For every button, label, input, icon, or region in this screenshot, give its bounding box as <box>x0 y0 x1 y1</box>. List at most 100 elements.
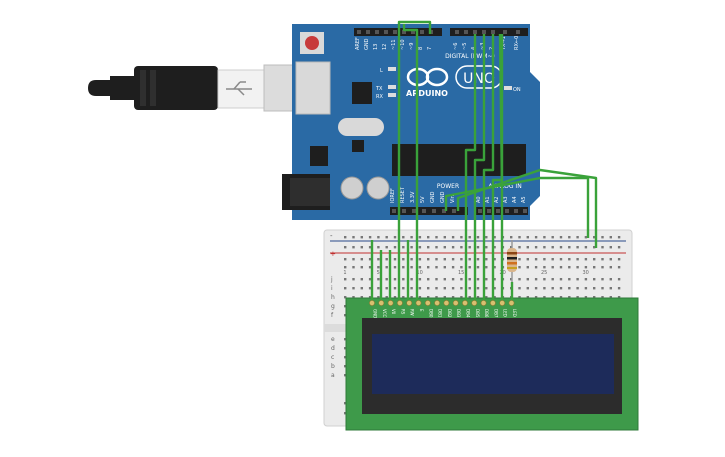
breadboard-hole <box>534 287 538 290</box>
lcd-pin[interactable] <box>443 300 450 306</box>
rail-hole <box>385 258 388 261</box>
analog-pin[interactable] <box>514 209 518 213</box>
breadboard-hole <box>418 278 422 281</box>
breadboard-hole <box>593 278 596 281</box>
rail-hole <box>460 266 463 269</box>
rail-hole <box>418 258 422 261</box>
digital-pin[interactable] <box>482 30 486 34</box>
rail-hole <box>617 258 621 261</box>
lcd-pin[interactable] <box>434 300 440 306</box>
analog-pin[interactable] <box>523 209 527 213</box>
rail-hole <box>385 236 388 239</box>
rail-hole <box>352 246 355 249</box>
lcd-pin[interactable] <box>415 300 422 306</box>
analog-pin-label: A1 <box>485 196 491 203</box>
lcd-pin[interactable] <box>471 300 478 306</box>
rail-hole <box>443 246 446 249</box>
digital-pin[interactable] <box>473 30 477 34</box>
breadboard-hole <box>427 287 430 290</box>
power-pin[interactable] <box>442 209 446 213</box>
rail-hole <box>593 266 596 269</box>
digital-pin[interactable] <box>366 30 370 34</box>
lcd-pin-label: DB5 <box>475 309 480 318</box>
lcd-pin[interactable] <box>406 300 413 306</box>
breadboard-hole <box>551 287 554 290</box>
breadboard-hole <box>601 287 604 290</box>
power-pin[interactable] <box>392 209 396 213</box>
breadboard-hole <box>617 278 621 281</box>
power-pin[interactable] <box>432 209 436 213</box>
analog-pin[interactable] <box>505 209 509 213</box>
digital-pin[interactable] <box>402 30 406 34</box>
digital-pin[interactable] <box>384 30 388 34</box>
analog-pin[interactable] <box>478 209 482 213</box>
lcd-pin[interactable] <box>499 300 506 306</box>
breadboard-hole <box>385 278 388 281</box>
usb-symbol-icon <box>226 81 252 96</box>
rail-hole <box>617 246 621 249</box>
rail-hole <box>427 236 430 239</box>
lcd-pin[interactable] <box>378 300 385 306</box>
breadboard-hole <box>410 287 413 290</box>
rail-hole <box>568 246 571 249</box>
rail-hole <box>526 246 529 249</box>
breadboard-hole <box>385 296 388 299</box>
rail-hole <box>584 266 588 269</box>
lcd-pin[interactable] <box>462 300 468 306</box>
power-pin[interactable] <box>452 209 456 213</box>
lcd-pin[interactable] <box>387 300 394 306</box>
lcd-pin[interactable] <box>489 300 496 306</box>
analog-pin[interactable] <box>487 209 491 213</box>
digital-pin[interactable] <box>503 30 507 34</box>
rail-hole <box>385 246 388 249</box>
lcd-pin[interactable] <box>452 300 459 306</box>
digital-pin[interactable] <box>455 30 459 34</box>
regulator <box>310 146 328 166</box>
rail-hole <box>534 266 538 269</box>
breadboard-hole <box>493 296 496 299</box>
rail-hole <box>344 402 347 405</box>
rail-hole <box>377 266 380 269</box>
reset-button[interactable] <box>305 36 319 50</box>
digital-pin[interactable] <box>357 30 361 34</box>
arduino-board[interactable]: ARDUINO UNO DIGITAL (PWM~) POWER ANALOG … <box>282 24 540 220</box>
breadboard-hole <box>534 296 538 299</box>
digital-section-label: DIGITAL (PWM~) <box>445 53 495 60</box>
digital-pin[interactable] <box>411 30 415 34</box>
breadboard-hole <box>451 287 455 290</box>
rail-hole <box>559 246 563 249</box>
resistor[interactable] <box>507 240 517 282</box>
rail-hole <box>576 246 579 249</box>
digital-pin[interactable] <box>491 30 495 34</box>
rail-hole <box>476 258 480 261</box>
digital-pin-label: ~5 <box>462 43 468 50</box>
lcd-pin[interactable] <box>396 300 403 306</box>
power-pin[interactable] <box>402 209 406 213</box>
lcd-pin[interactable] <box>480 300 487 306</box>
lcd-pin[interactable] <box>508 300 515 306</box>
on-led <box>504 86 512 90</box>
digital-header-right <box>450 28 528 36</box>
power-pin[interactable] <box>422 209 426 213</box>
breadboard-hole <box>518 296 521 299</box>
jumper-wire <box>482 34 495 300</box>
rail-plus-label: + <box>330 250 336 258</box>
analog-pin[interactable] <box>496 209 500 213</box>
breadboard-hole <box>443 278 446 281</box>
digital-pin[interactable] <box>420 30 424 34</box>
power-pin[interactable] <box>412 209 416 213</box>
digital-pin[interactable] <box>375 30 379 34</box>
rail-hole <box>559 236 563 239</box>
digital-pin[interactable] <box>516 30 520 34</box>
column-number: 30 <box>583 270 589 276</box>
lcd-pin[interactable] <box>424 300 431 306</box>
digital-pin[interactable] <box>464 30 468 34</box>
breadboard-hole <box>543 278 546 281</box>
breadboard-hole <box>393 278 397 281</box>
breadboard-hole <box>534 278 538 281</box>
digital-pin[interactable] <box>393 30 397 34</box>
breadboard-hole <box>526 278 529 281</box>
lcd-pin[interactable] <box>369 300 375 306</box>
